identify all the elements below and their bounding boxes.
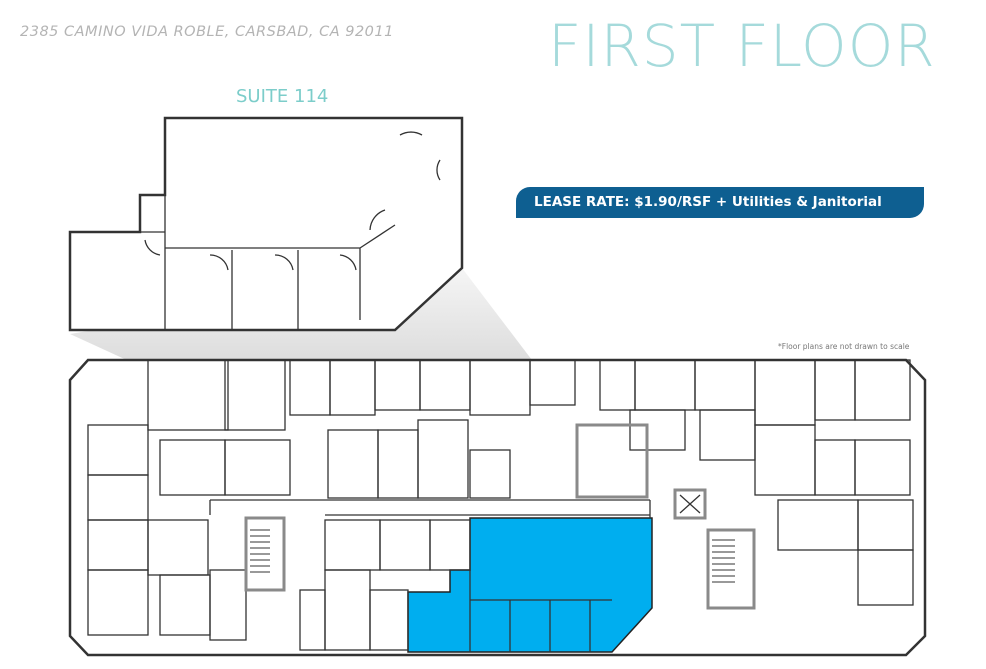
- room: [224, 439, 291, 496]
- restroom-core: [575, 423, 649, 499]
- room: [529, 359, 576, 406]
- room: [209, 569, 247, 641]
- first-floor-plan: [68, 358, 927, 657]
- page-title: FIRST FLOOR: [548, 12, 936, 80]
- room: [854, 359, 911, 421]
- suite-label: SUITE 114: [236, 86, 329, 107]
- corridor: [209, 499, 651, 518]
- suite-outline: [68, 116, 464, 332]
- lease-rate-banner: LEASE RATE: $1.90/RSF + Utilities & Jani…: [516, 187, 924, 218]
- room: [854, 439, 911, 496]
- property-address: 2385 CAMINO VIDA ROBLE, CARSBAD, CA 9201…: [20, 24, 394, 40]
- room: [629, 409, 686, 451]
- room: [857, 549, 914, 606]
- room: [87, 569, 149, 636]
- room: [699, 409, 756, 461]
- room: [469, 449, 511, 499]
- scale-disclaimer: *Floor plans are not drawn to scale: [778, 342, 910, 351]
- room: [417, 419, 469, 499]
- stair-core-west: [244, 516, 286, 592]
- suite-114-inset-plan: [68, 116, 464, 332]
- room: [369, 589, 409, 651]
- elevator: [673, 488, 707, 520]
- stair-core-east: [706, 528, 756, 610]
- room: [429, 519, 471, 571]
- room: [147, 359, 229, 431]
- room: [224, 359, 286, 431]
